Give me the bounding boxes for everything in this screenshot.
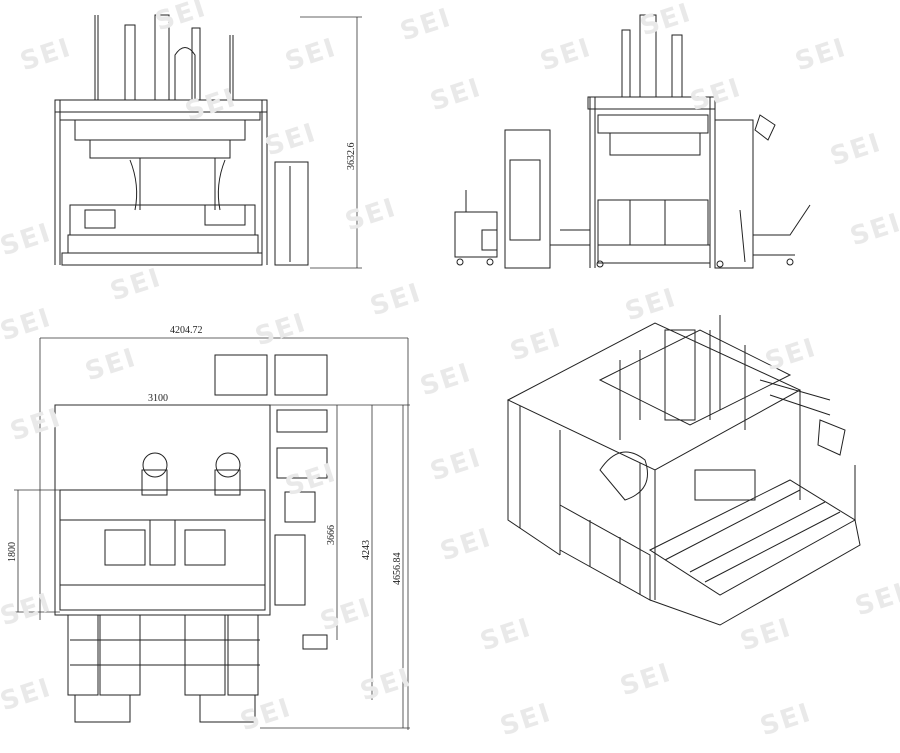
right-dimension-2: 4243 xyxy=(361,540,372,560)
right-dimension-1: 3666 xyxy=(326,525,337,545)
front-elevation-view: 3632.6 xyxy=(54,14,362,269)
isometric-view xyxy=(506,315,861,626)
plan-view: 4204.72 3100 1800 3666 4243 4656.84 xyxy=(7,325,410,730)
right-dimension-3: 4656.84 xyxy=(392,553,403,586)
overall-width-dimension: 4204.72 xyxy=(170,325,203,336)
frame-width-dimension: 3100 xyxy=(148,393,168,404)
left-dimension: 1800 xyxy=(7,542,18,562)
front-height-dimension: 3632.6 xyxy=(346,143,357,171)
side-elevation-view xyxy=(454,14,811,269)
